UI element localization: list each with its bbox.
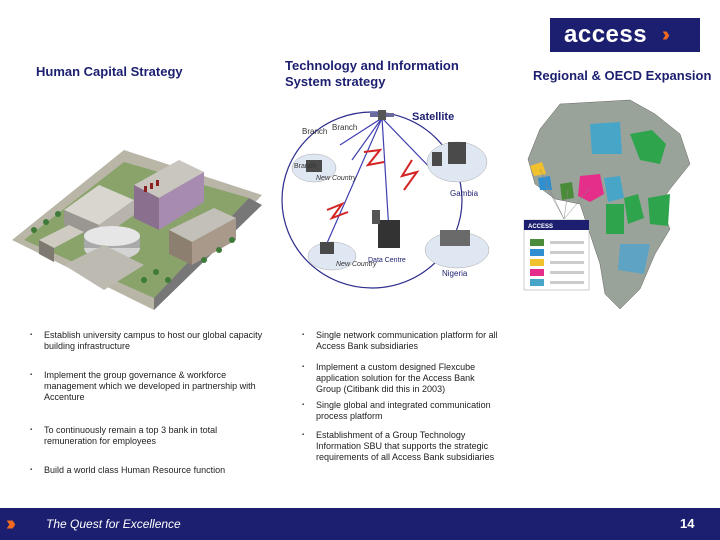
- bullet-icon: ▪: [30, 427, 33, 433]
- bullet-icon: ▪: [302, 332, 305, 338]
- gambia-label: Gambia: [450, 189, 479, 198]
- human-capital-bullets: ▪ Establish university campus to host ou…: [30, 330, 265, 480]
- list-item: Single global and integrated communicati…: [316, 400, 491, 421]
- access-logo: access ›››: [550, 18, 700, 52]
- bullet-icon: ▪: [30, 372, 33, 378]
- new-country-label-2: New Country: [336, 261, 377, 268]
- footer-tagline: The Quest for Excellence: [46, 517, 181, 531]
- footer-bar: ››› The Quest for Excellence 14: [0, 508, 720, 540]
- human-capital-heading: Human Capital Strategy: [36, 64, 183, 79]
- africa-map: ACCESS: [523, 99, 691, 310]
- nigeria-label: Nigeria: [442, 269, 468, 278]
- technology-bullets: ▪ Single network communication platform …: [302, 330, 502, 480]
- campus-rendering-image: [12, 150, 262, 310]
- page-number: 14: [680, 516, 695, 531]
- satellite-label: Satellite: [412, 111, 454, 123]
- bullet-icon: ▪: [302, 432, 305, 438]
- branch-label-2: Branch: [332, 123, 357, 132]
- bullet-icon: ▪: [302, 364, 305, 370]
- network-diagram: Satellite Branch Branch Branch New Count…: [281, 110, 490, 289]
- bullet-icon: ▪: [302, 402, 305, 408]
- data-centre-label: Data Centre: [368, 257, 406, 264]
- map-panel-title: ACCESS: [528, 224, 553, 230]
- bullet-icon: ▪: [30, 332, 33, 338]
- logo-chevrons-icon: ›››: [662, 24, 670, 46]
- list-item: Implement the group governance & workfor…: [44, 370, 256, 402]
- technology-heading: Technology and Information System strate…: [285, 58, 459, 89]
- logo-text: access: [564, 21, 648, 48]
- list-item: Single network communication platform fo…: [316, 330, 498, 351]
- branch-label-3: Branch: [294, 163, 316, 170]
- regional-heading: Regional & OECD Expansion: [533, 68, 712, 83]
- footer-chevrons-icon: ›››: [6, 513, 16, 535]
- bullet-icon: ▪: [30, 467, 33, 473]
- list-item: Establishment of a Group Technology Info…: [316, 430, 495, 462]
- list-item: Implement a custom designed Flexcube app…: [316, 362, 476, 394]
- branch-label-1: Branch: [302, 127, 327, 136]
- list-item: Build a world class Human Resource funct…: [44, 465, 226, 475]
- list-item: Establish university campus to host our …: [44, 330, 263, 351]
- new-country-label-1: New Country: [316, 175, 357, 182]
- list-item: To continuously remain a top 3 bank in t…: [44, 425, 218, 446]
